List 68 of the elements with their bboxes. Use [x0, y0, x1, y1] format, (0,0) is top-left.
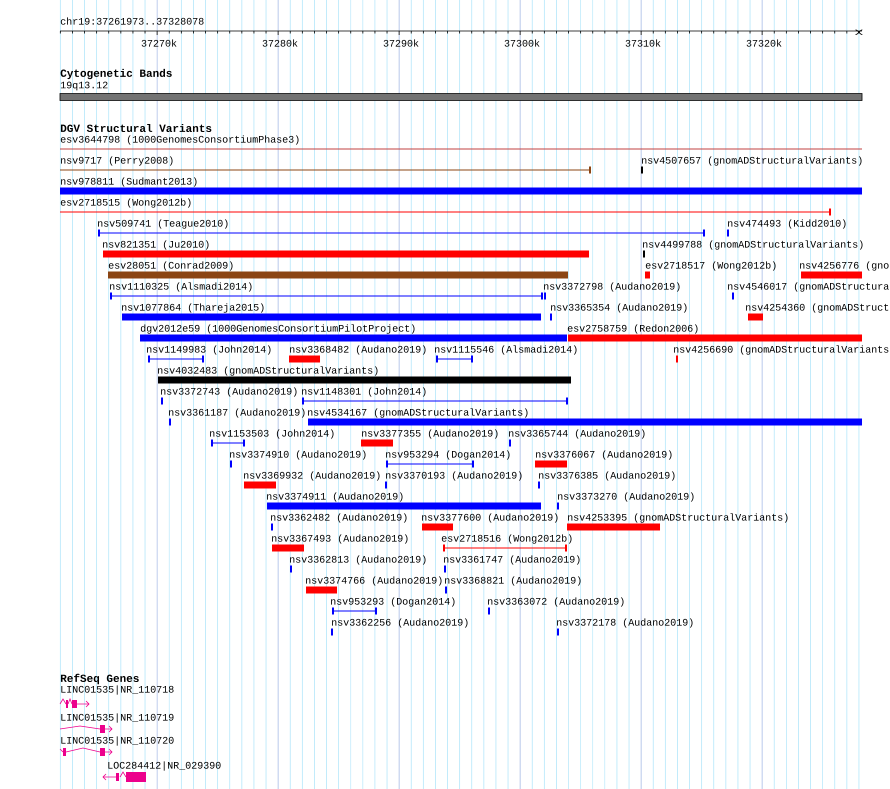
- gene-label: LINC01535|NR_110719: [61, 713, 174, 723]
- tick-label: 37290k: [384, 39, 418, 47]
- variant-label: nsv4253395 (gnomADStructuralVariants): [568, 513, 788, 523]
- variant-label: nsv4546017 (gnomADStructura: [728, 282, 889, 292]
- gene-label: LINC01535|NR_110718: [61, 685, 174, 695]
- variant-label: nsv3372178 (Audano2019): [557, 618, 693, 628]
- variant-label: nsv3374911 (Audano2019): [267, 492, 403, 502]
- variant-label: nsv3369932 (Audano2019): [244, 471, 380, 481]
- track-title: RefSeq Genes: [60, 674, 139, 684]
- variant-label: nsv1115546 (Alsmadi2014): [435, 345, 577, 355]
- variant-label: nsv953294 (Dogan2014): [386, 450, 510, 460]
- variant-label: nsv509741 (Teague2010): [98, 219, 228, 229]
- variant-label: nsv4254360 (gnomADStruct: [746, 303, 888, 313]
- variant-label: nsv953293 (Dogan2014): [331, 597, 455, 607]
- variant-label: nsv3367493 (Audano2019): [272, 534, 408, 544]
- variant-label: nsv1149983 (John2014): [147, 345, 271, 355]
- variant-label: nsv3377355 (Audano2019): [362, 429, 498, 439]
- tick-label: 37320k: [746, 39, 782, 47]
- variant-label: nsv1077864 (Thareja2015): [122, 303, 264, 313]
- variant-label: nsv3372743 (Audano2019): [161, 387, 297, 397]
- gene-label: LOC284412|NR_029390: [108, 761, 221, 771]
- gene-label: LINC01535|NR_110720: [61, 736, 174, 746]
- variant-label: nsv978811 (Sudmant2013): [61, 177, 197, 187]
- variant-label: nsv3376385 (Audano2019): [539, 471, 675, 481]
- variant-label: esv2718515 (Wong2012b): [60, 198, 191, 208]
- variant-label: dgv2012e59 (1000GenomesConsortiumPilotProject): [140, 324, 415, 334]
- variant-label: nsv1153503 (John2014): [210, 429, 334, 439]
- variant-label: nsv3363072 (Audano2019): [488, 597, 624, 607]
- band-label: 19q13.12: [60, 82, 108, 90]
- tick-label: 37300k: [504, 39, 540, 47]
- variant-label: nsv4032483 (gnomADStructuralVariants): [158, 366, 378, 376]
- track-title: DGV Structural Variants: [60, 124, 212, 132]
- variant-label: nsv4256776 (gno: [800, 261, 889, 271]
- variant-label: nsv3374910 (Audano2019): [230, 450, 366, 460]
- variant-label: nsv3373270 (Audano2019): [558, 492, 694, 502]
- variant-label: nsv4507657 (gnomADStructuralVariants): [642, 156, 862, 166]
- variant-label: nsv3365744 (Audano2019): [509, 429, 645, 439]
- variant-label: nsv3370193 (Audano2019): [386, 471, 522, 481]
- variant-label: nsv3362482 (Audano2019): [271, 513, 407, 523]
- variant-label: nsv9717 (Perry2008): [61, 156, 173, 166]
- variant-label: nsv474493 (Kidd2010): [728, 219, 846, 229]
- variant-label: esv2718516 (Wong2012b): [442, 534, 572, 544]
- variant-label: nsv3377600 (Audano2019): [422, 513, 558, 523]
- variant-label: nsv821351 (Ju2010): [103, 240, 209, 250]
- variant-label: esv28051 (Conrad2009): [108, 261, 233, 271]
- variant-label: nsv1148301 (John2014): [302, 387, 426, 397]
- variant-label: esv2718517 (Wong2012b): [646, 261, 776, 271]
- variant-label: nsv3361747 (Audano2019): [444, 555, 580, 565]
- variant-label: nsv3376067 (Audano2019): [536, 450, 672, 460]
- variant-label: nsv3368821 (Audano2019): [445, 576, 581, 586]
- variant-label: nsv3368482 (Audano2019): [290, 345, 426, 355]
- header-label: chr19:37261973..37328078: [60, 17, 204, 25]
- variant-label: nsv3374766 (Audano2019): [306, 576, 442, 586]
- variant-label: nsv1110325 (Alsmadi2014): [110, 282, 252, 292]
- variant-label: nsv3365354 (Audano2019): [551, 303, 687, 313]
- tick-label: 37270k: [142, 39, 176, 47]
- variant-label: esv2758759 (Redon2006): [568, 324, 698, 334]
- variant-label: nsv4256690 (gnomADStructuralVariants: [674, 345, 888, 355]
- variant-label: nsv3372798 (Audano2019): [544, 282, 680, 292]
- tick-label: 37310k: [626, 39, 660, 47]
- variant-label: nsv3362813 (Audano2019): [290, 555, 426, 565]
- variant-label: nsv3362256 (Audano2019): [332, 618, 468, 628]
- variant-label: nsv4534167 (gnomADStructuralVariants): [308, 408, 528, 418]
- tick-label: 37280k: [262, 39, 298, 47]
- track-title: Cytogenetic Bands: [60, 68, 172, 80]
- variant-label: esv3644798 (1000GenomesConsortiumPhase3): [60, 135, 299, 145]
- variant-label: nsv4499788 (gnomADStructuralVariants): [643, 240, 863, 250]
- variant-label: nsv3361187 (Audano2019): [169, 408, 305, 418]
